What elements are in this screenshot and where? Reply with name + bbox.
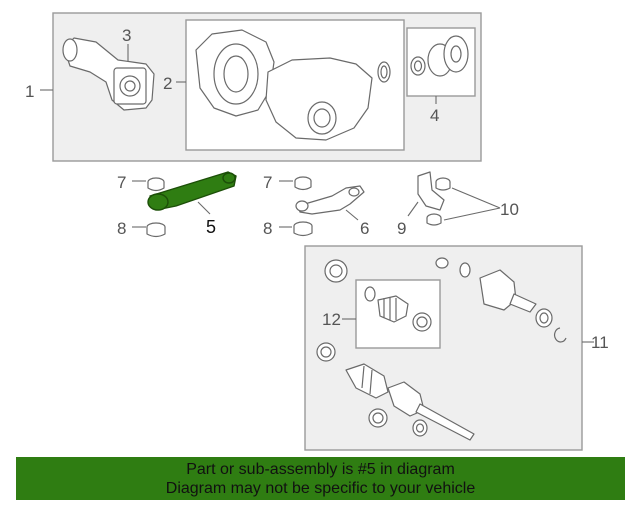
callout-11: 11 xyxy=(591,333,609,352)
callout-9: 9 xyxy=(397,219,406,238)
bracket-part-5-highlighted xyxy=(147,171,237,211)
group-5-mounting-bracket: 7 8 5 xyxy=(117,171,237,238)
bushing-part-8-left xyxy=(146,222,166,238)
banner-line-2: Diagram may not be specific to your vehi… xyxy=(165,480,476,497)
callout-2: 2 xyxy=(163,74,172,93)
notice-banner: Part or sub-assembly is #5 in diagram Di… xyxy=(16,457,625,500)
housing-part-3 xyxy=(62,37,155,111)
bushing-part-8-center xyxy=(293,221,313,237)
case-part-2 xyxy=(195,29,391,141)
callout-10: 10 xyxy=(500,200,519,219)
callout-6: 6 xyxy=(360,219,369,238)
callout-5-highlighted: 5 xyxy=(206,217,216,237)
bushing-part-7-left xyxy=(147,177,165,192)
callout-8-center: 8 xyxy=(263,219,272,238)
callout-12: 12 xyxy=(322,310,341,329)
group-11-drive-shaft: 11 12 xyxy=(304,245,609,451)
bushing-part-7-center xyxy=(294,176,312,191)
group-6-bracket: 7 8 6 xyxy=(263,173,369,238)
callout-1: 1 xyxy=(25,82,34,101)
callout-3: 3 xyxy=(122,26,131,45)
callout-7-center: 7 xyxy=(263,173,272,192)
flange-part-4 xyxy=(410,35,469,77)
boot-kit-part-12 xyxy=(364,286,432,332)
group-1-differential-assembly: 1 3 2 4 xyxy=(25,12,482,162)
callout-4: 4 xyxy=(430,106,439,125)
group-9-10-bracket: 9 10 xyxy=(397,171,519,238)
callout-7-left: 7 xyxy=(117,173,126,192)
callout-8-left: 8 xyxy=(117,219,126,238)
panel-11 xyxy=(304,245,583,451)
banner-line-1: Part or sub-assembly is #5 in diagram xyxy=(186,461,455,478)
